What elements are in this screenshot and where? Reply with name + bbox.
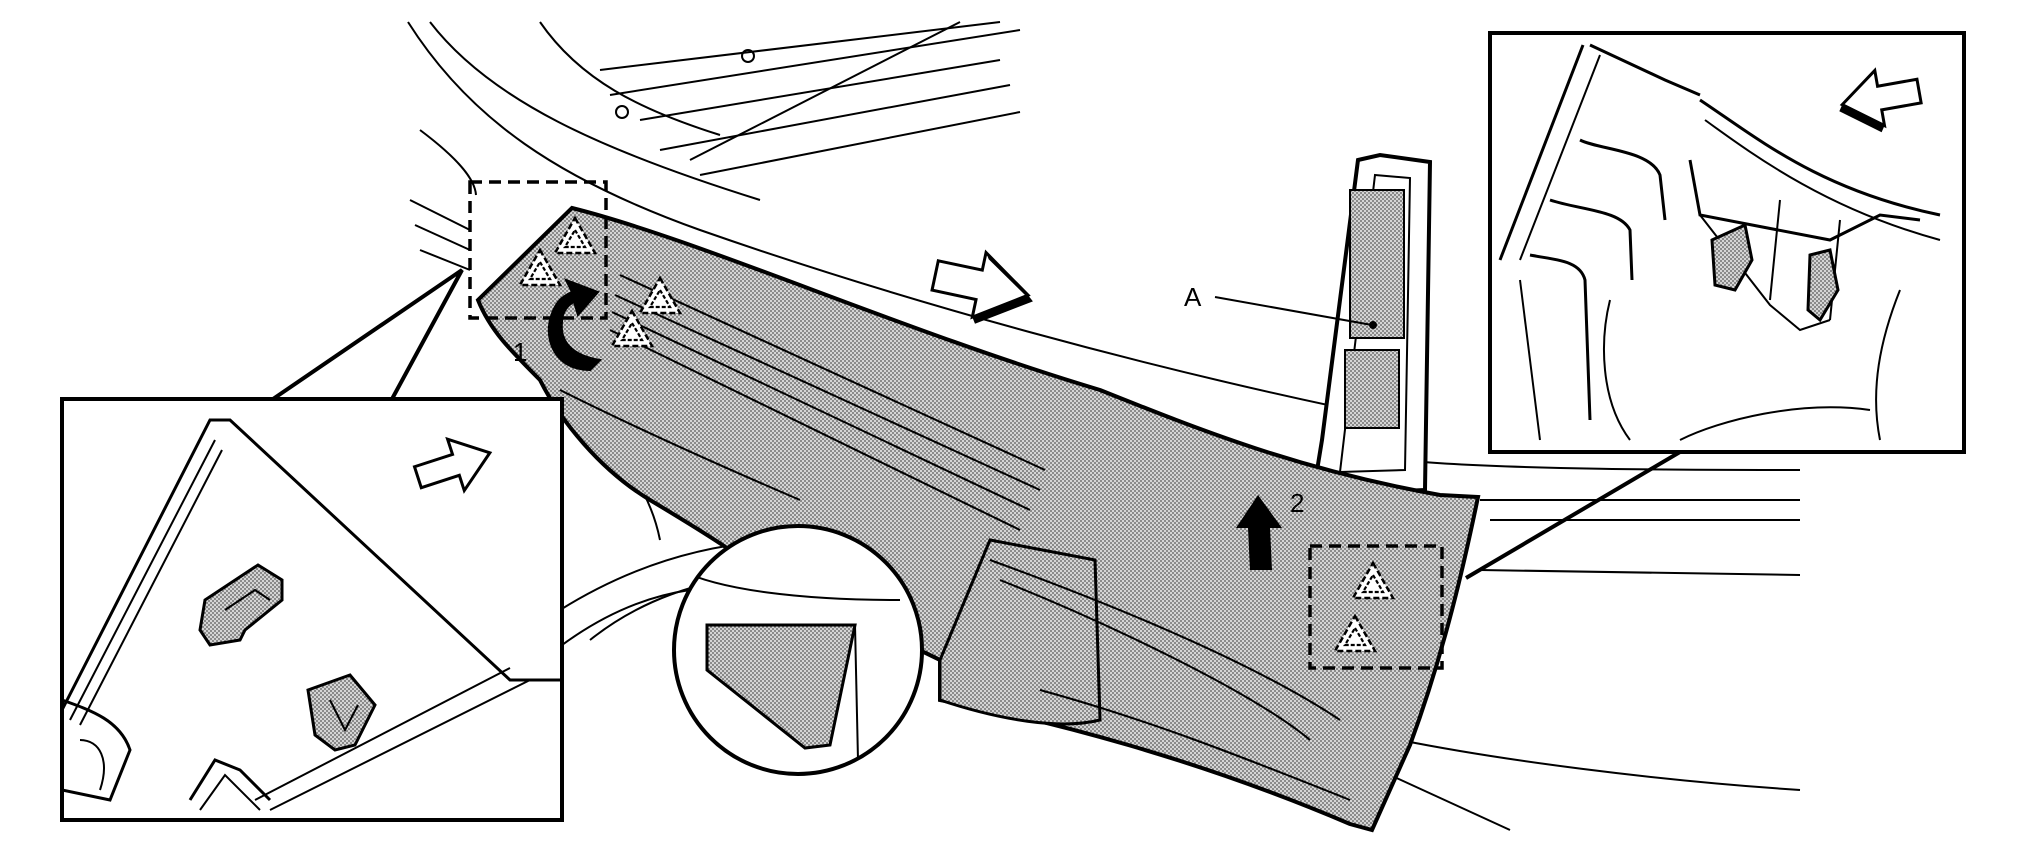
up-arrow-icon (1236, 495, 1282, 570)
clip-lower-detail (306, 673, 377, 752)
clip-box-rear (1308, 544, 1444, 670)
sill-trim-panel (475, 205, 1481, 833)
detail-inset-left (60, 268, 564, 822)
callout-step-1: 1 (513, 337, 527, 367)
inset-left-arrow-icon (412, 436, 493, 494)
callout-a: A (1184, 282, 1202, 312)
clip-box-front (468, 180, 682, 348)
rotate-arrow-icon (547, 278, 603, 372)
magnifier-circle-icon (672, 524, 924, 776)
callout-step-2: 2 (1290, 488, 1304, 518)
detail-inset-right (1464, 31, 1966, 580)
clip-right-detail-1 (1710, 222, 1754, 292)
callout-line-a (1214, 296, 1373, 326)
inset-right-arrow-icon (1839, 67, 1923, 133)
clip-upper-detail (198, 563, 284, 647)
clip-right-detail-2 (1806, 248, 1840, 323)
direction-arrow-icon (930, 249, 1033, 324)
